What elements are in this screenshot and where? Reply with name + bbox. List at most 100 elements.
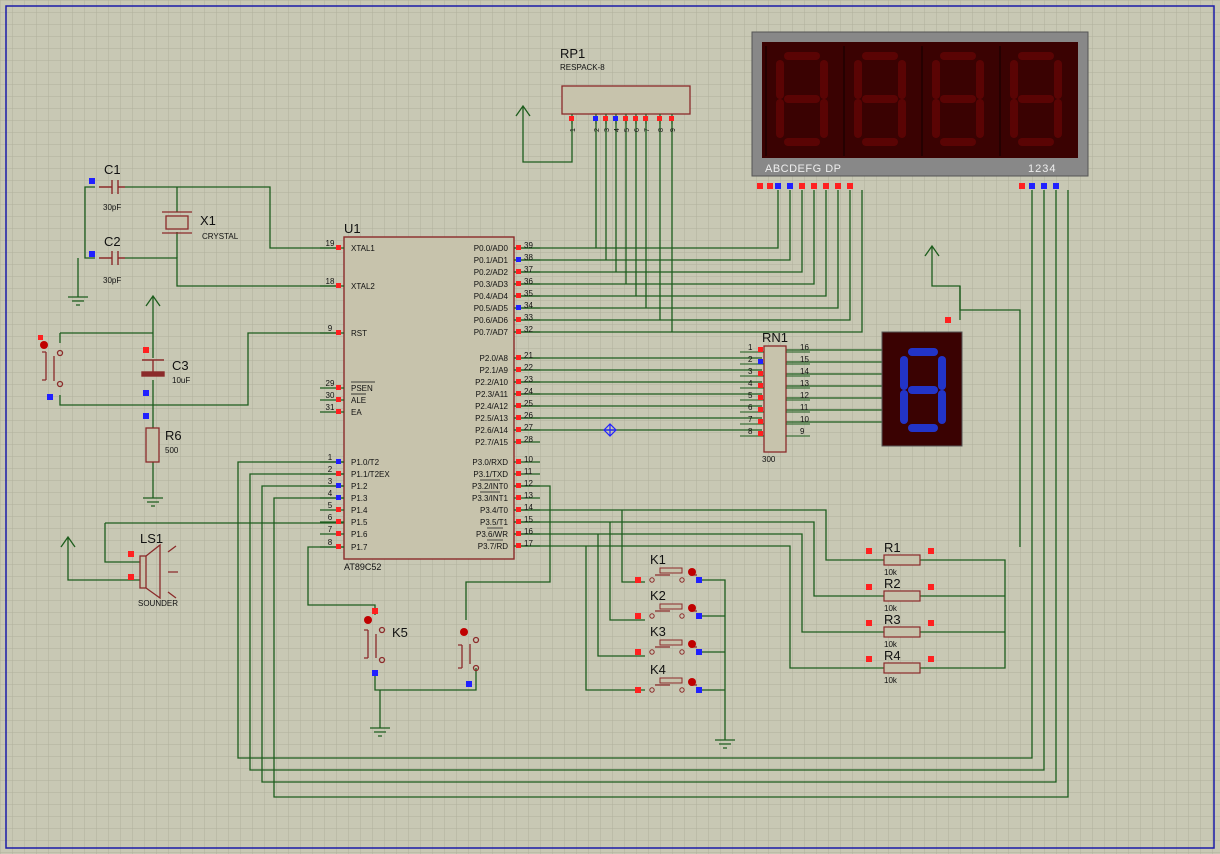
u1-pin-name: P3.0/RXD (472, 458, 508, 467)
k5-button[interactable] (364, 626, 386, 664)
resistor-pin (928, 584, 934, 590)
u1-pin-number: 16 (524, 527, 533, 536)
ground-symbols (68, 296, 735, 749)
key-cap (659, 603, 683, 610)
u1-pin-name: P1.7 (351, 543, 368, 552)
u1-pin-marker (516, 459, 521, 464)
u1-pin-marker (516, 415, 521, 420)
u1-pin-name: P0.7/AD7 (474, 328, 509, 337)
k5-pin-top (372, 608, 378, 614)
u1-pin-number: 32 (524, 325, 533, 334)
u1-pin-name: P0.1/AD1 (474, 256, 509, 265)
u1-pin-marker (336, 495, 341, 500)
rp1-ref: RP1 (560, 46, 585, 61)
u1-pin-marker (516, 367, 521, 372)
resistor-pin (866, 584, 872, 590)
rn1-pin-number: 15 (800, 355, 809, 364)
ls1-pin-top (128, 551, 134, 557)
display-1digit[interactable] (881, 317, 963, 447)
k5-pin-bottom (372, 670, 378, 676)
rp1-pin-number: 1 (570, 128, 577, 132)
c3-capacitor[interactable] (141, 359, 165, 377)
u1-pin-name: P3.2/INT0 (472, 482, 509, 491)
u1-pin-name: P0.0/AD0 (474, 244, 509, 253)
u1-pin-number: 9 (328, 324, 333, 333)
reset-button-indicator (40, 341, 48, 349)
u1-pin-marker (516, 507, 521, 512)
rn1-pin-number: 2 (748, 355, 753, 364)
key-k4-button[interactable]: K4 (635, 662, 702, 693)
display-segment-labels: ABCDEFG DP (765, 163, 842, 175)
k5-ref: K5 (392, 625, 408, 640)
u1-pin-number: 11 (524, 467, 533, 476)
display-4digit[interactable]: ABCDEFG DP 1234 (751, 31, 1089, 189)
rn1-pin-number: 8 (748, 427, 753, 436)
u1-pin-marker (516, 519, 521, 524)
u1-pin-number: 36 (524, 277, 533, 286)
u1-pin-number: 38 (524, 253, 533, 262)
u1-pin-number: 2 (328, 465, 333, 474)
c1-value: 30pF (103, 203, 121, 212)
key-terminal (649, 649, 655, 655)
rn1-pin-number: 14 (800, 367, 809, 376)
rp1-value: RESPACK-8 (560, 63, 605, 72)
u1-microcontroller[interactable]: U1 AT89C52 19XTAL118XTAL29RST29PSEN30ALE… (320, 221, 540, 572)
u1-pin-name: P3.1/TXD (473, 470, 508, 479)
u1-pin-marker (336, 544, 341, 549)
key-k1-button[interactable]: K1 (635, 552, 702, 583)
key-cap (659, 677, 683, 684)
c2-ref: C2 (104, 234, 121, 249)
resistor-body (883, 626, 921, 638)
key-terminal (649, 577, 655, 583)
key-terminal (679, 687, 685, 693)
wires (59, 118, 1069, 798)
display-segment-pin (775, 183, 781, 189)
u1-pin-name: P1.6 (351, 530, 368, 539)
display-segment-pin (799, 183, 805, 189)
ls1-sounder[interactable] (139, 543, 178, 600)
junction-marker (603, 423, 617, 437)
rn1-pin-marker (758, 371, 763, 376)
rn1-ref: RN1 (762, 330, 788, 345)
display-segment-pin (847, 183, 853, 189)
key-pin (466, 681, 472, 687)
c2-capacitor[interactable] (99, 251, 125, 265)
u1-pin-name: P1.5 (351, 518, 368, 527)
r6-resistor[interactable] (145, 427, 160, 463)
u1-pin-name: P3.6/WR (476, 530, 508, 539)
x1-crystal[interactable] (162, 211, 192, 234)
u1-pin-name: P1.4 (351, 506, 368, 515)
reset-button[interactable] (42, 349, 64, 388)
resistor-ref: R3 (884, 612, 901, 627)
key-k3-button[interactable]: K3 (635, 624, 702, 655)
key-k2-button[interactable]: K2 (635, 588, 702, 619)
u1-pin-name: P3.7/RD (478, 542, 508, 551)
key-indicator (688, 604, 696, 612)
key-button-unlabeled[interactable] (458, 636, 480, 672)
u1-pin-marker (336, 385, 341, 390)
resistor-value: 10k (884, 568, 898, 577)
r6-value: 500 (165, 446, 179, 455)
u1-pin-marker (516, 391, 521, 396)
u1-pin-number: 18 (326, 277, 335, 286)
u1-pin-name: P2.6/A14 (475, 426, 508, 435)
u1-pin-name: P2.5/A13 (475, 414, 508, 423)
u1-pin-number: 3 (328, 477, 333, 486)
rp1-pin-number: 2 (594, 128, 601, 132)
u1-pin-marker (516, 543, 521, 548)
rp1-pin-marker (613, 116, 618, 121)
rn1-pin-marker (758, 383, 763, 388)
c1-capacitor[interactable] (99, 180, 125, 194)
u1-pin-marker (516, 281, 521, 286)
resistor-pin (866, 656, 872, 662)
u1-pin-marker (336, 245, 341, 250)
ls1-pin-bottom (128, 574, 134, 580)
